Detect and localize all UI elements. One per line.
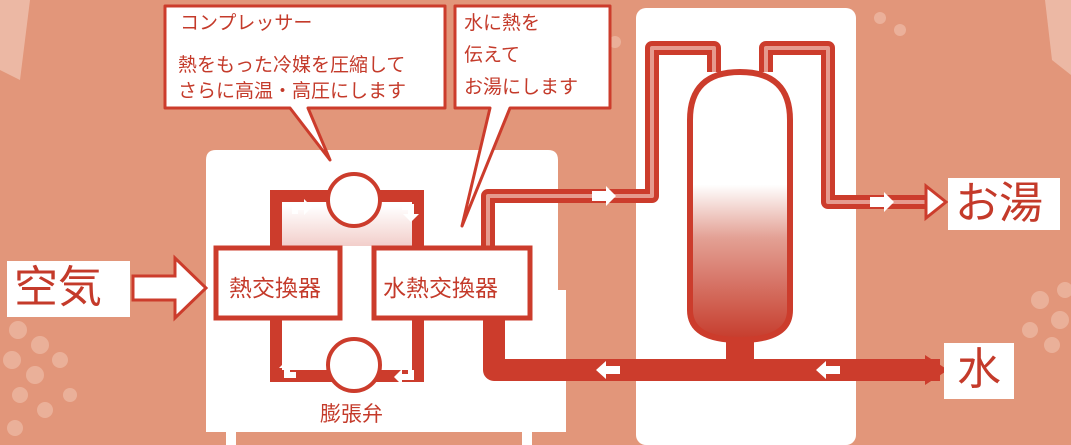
air-label: 空気 <box>14 262 102 313</box>
background-decoration <box>0 0 1071 436</box>
unit-leg-left <box>226 430 236 445</box>
hot-water-label-bg <box>948 178 1060 230</box>
water-heat-callout-box <box>453 4 612 228</box>
unit-leg-right <box>522 430 532 445</box>
heat-exchanger-box <box>213 245 343 321</box>
expansion-valve-icon <box>326 337 382 393</box>
cold-water-pipe <box>483 300 940 381</box>
loop-arrows <box>279 199 419 385</box>
hot-water-label: お湯 <box>955 178 1043 229</box>
compressor-callout-box <box>163 4 447 162</box>
air-label-bg <box>7 261 130 317</box>
compressor-title: コンプレッサー <box>180 12 313 34</box>
water-label: 水 <box>957 344 1001 395</box>
flow-arrows <box>592 186 894 379</box>
hot-water-tank <box>687 68 793 344</box>
heat-exchanger-label: 熱交換器 <box>229 276 321 302</box>
air-inlet-arrow <box>131 254 209 322</box>
water-label-bg <box>944 343 1014 399</box>
water-heat-desc-line2: 伝えて <box>464 44 521 66</box>
water-heat-desc-line1: 水に熱を <box>464 12 541 34</box>
water-heat-exchanger-box <box>371 245 533 321</box>
compressor-desc-line1: 熱をもった冷媒を圧縮して <box>178 54 406 76</box>
compressor-desc-line2: さらに高温・高圧にします <box>178 80 407 102</box>
water-heat-exchanger-label: 水熱交換器 <box>383 276 498 302</box>
compressor-icon <box>326 172 382 228</box>
hot-water-outlet-arrow <box>924 182 949 222</box>
expansion-valve-label: 膨張弁 <box>320 402 383 426</box>
water-heat-desc-line3: お湯にします <box>464 76 579 98</box>
